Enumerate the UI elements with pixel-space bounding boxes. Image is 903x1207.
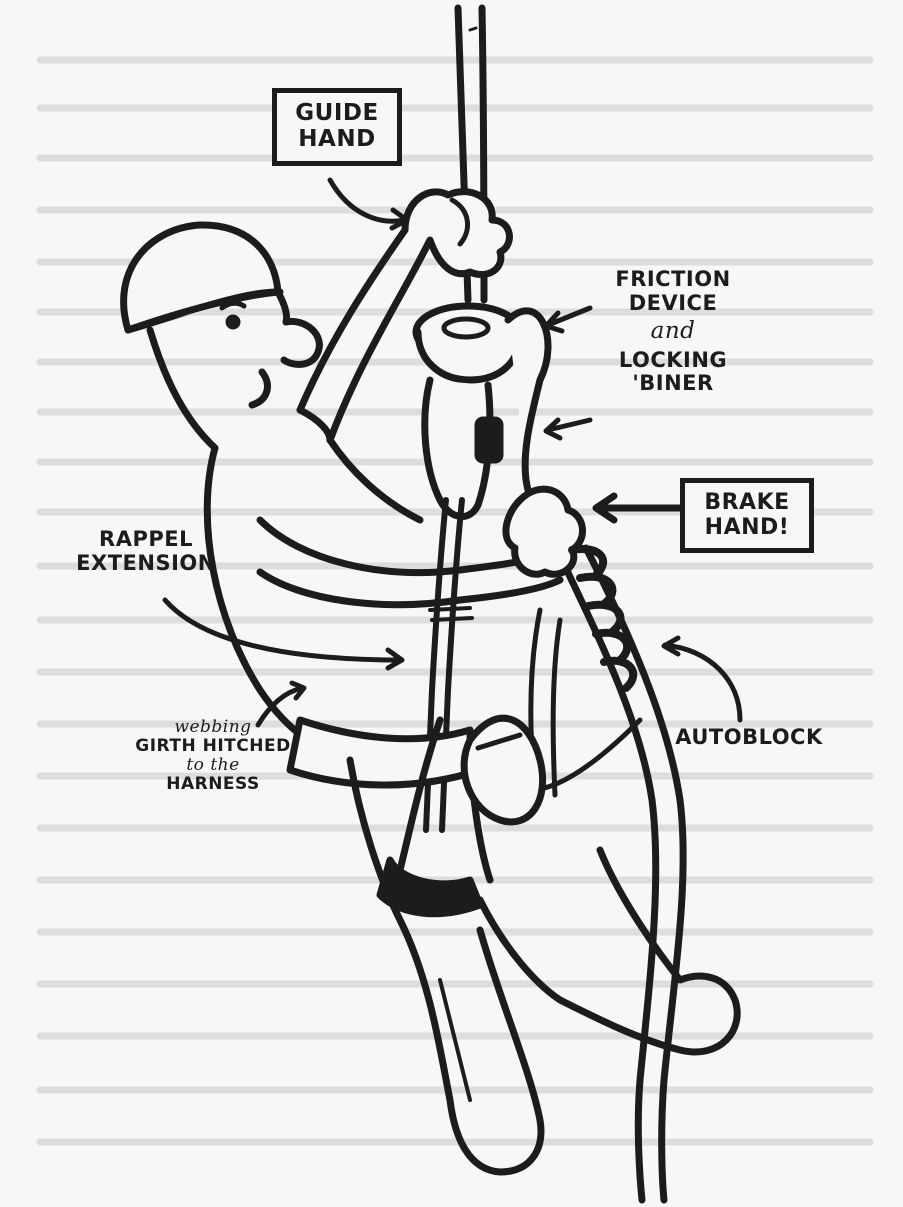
biner-line: 'BINER [588, 372, 758, 396]
friction-device-label: FRICTION DEVICE and LOCKING 'BINER [588, 268, 758, 396]
extension-line: EXTENSION [56, 552, 236, 576]
rappel-extension-label: RAPPEL EXTENSION [56, 528, 236, 575]
harness [290, 720, 490, 914]
locking-biner [425, 380, 500, 516]
torso [207, 410, 420, 760]
guide-hand-line-2: HAND [287, 127, 387, 153]
brake-line: BRAKE [695, 491, 799, 516]
autoblock-wraps [572, 549, 633, 688]
locking-line: LOCKING [588, 349, 758, 373]
device-line: DEVICE [588, 292, 758, 316]
rope [458, 8, 683, 1200]
guide-hand-line-1: GUIDE [287, 101, 387, 127]
webbing-label: webbing GIRTH HITCHED to the HARNESS [118, 718, 308, 794]
autoblock-label: AUTOBLOCK [664, 726, 834, 750]
hand-line: HAND! [695, 516, 799, 541]
and-line: and [588, 319, 758, 345]
brake-hand-label: BRAKE HAND! [680, 478, 814, 553]
harness-carabiner [464, 718, 542, 822]
to-the-line: to the [118, 756, 308, 775]
girth-hitched-line: GIRTH HITCHED [118, 737, 308, 756]
harness-line: HARNESS [118, 775, 308, 794]
helmet [124, 225, 280, 330]
rappel-line: RAPPEL [56, 528, 236, 552]
guide-hand-label: GUIDE HAND [272, 88, 402, 166]
webbing-line: webbing [118, 718, 308, 737]
friction-line: FRICTION [588, 268, 758, 292]
brake-arm [260, 489, 583, 605]
